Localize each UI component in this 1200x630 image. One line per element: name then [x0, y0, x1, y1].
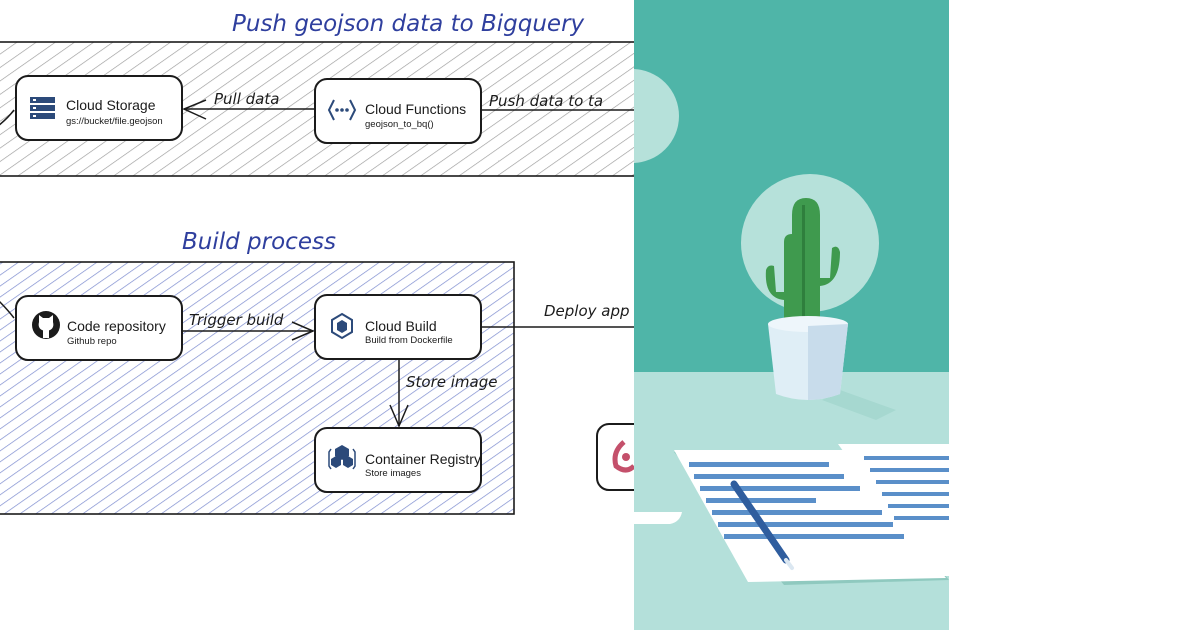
node-subtitle-cloud-functions: geojson_to_bq()	[365, 119, 434, 130]
node-cloud-storage[interactable]: Cloud Storage gs://bucket/file.geojson	[15, 75, 183, 141]
node-subtitle-container-registry: Store images	[365, 468, 421, 479]
node-cloud-build[interactable]: Cloud Build Build from Dockerfile	[314, 294, 482, 360]
open-notebook	[674, 444, 949, 585]
node-title-cloud-build: Cloud Build	[365, 318, 437, 334]
edge-label-pull-data: Pull data	[214, 90, 279, 108]
node-title-container-registry: Container Registry	[365, 451, 481, 467]
cloud-storage-icon	[30, 97, 55, 119]
node-cloud-functions[interactable]: Cloud Functions geojson_to_bq()	[314, 78, 482, 144]
node-title-cloud-storage: Cloud Storage	[66, 97, 156, 113]
architecture-diagram: Push geojson data to Bigquery Build proc…	[0, 11, 634, 515]
edge-pull-data: Pull data	[182, 90, 314, 120]
node-subtitle-cloud-build: Build from Dockerfile	[365, 335, 453, 346]
edge-label-push-data: Push data to ta	[489, 92, 603, 110]
node-title-cloud-functions: Cloud Functions	[365, 101, 466, 117]
edge-label-store-image: Store image	[406, 373, 497, 391]
pen-icon	[730, 480, 794, 570]
node-partial-right[interactable]	[596, 423, 634, 491]
illustration-canvas	[634, 0, 949, 630]
node-code-repository[interactable]: Code repository Github repo	[15, 295, 183, 361]
node-subtitle-cloud-storage: gs://bucket/file.geojson	[66, 116, 163, 127]
edge-trigger-build: Trigger build	[183, 311, 315, 341]
node-subtitle-code-repository: Github repo	[67, 336, 117, 347]
cactus-illustration	[634, 0, 949, 630]
node-container-registry[interactable]: Container Registry Store images	[314, 427, 482, 493]
section-title-push: Push geojson data to Bigquery	[232, 11, 585, 37]
edge-left-stub-top	[0, 109, 15, 126]
edge-store-image: Store image	[389, 359, 497, 428]
node-title-code-repository: Code repository	[67, 318, 166, 334]
cactus-plant	[765, 198, 840, 340]
github-icon	[32, 311, 60, 339]
diagram-canvas: Push geojson data to Bigquery Build proc…	[0, 11, 634, 515]
cloud-build-icon	[331, 312, 353, 340]
cloud-functions-icon	[327, 99, 357, 121]
wall-circle-left	[634, 69, 679, 163]
flower-pot	[768, 316, 896, 420]
edge-label-trigger-build: Trigger build	[189, 311, 284, 329]
app-logo-icon	[612, 440, 634, 473]
container-registry-icon	[328, 445, 356, 470]
section-title-build: Build process	[182, 229, 336, 255]
edge-push-data: Push data to ta	[482, 92, 634, 111]
edge-deploy-app: Deploy app	[482, 302, 634, 328]
laptop-corner	[634, 512, 682, 524]
blank-area	[949, 0, 1200, 630]
edge-label-deploy-app: Deploy app	[544, 302, 630, 320]
edge-left-stub-bottom	[0, 300, 15, 319]
